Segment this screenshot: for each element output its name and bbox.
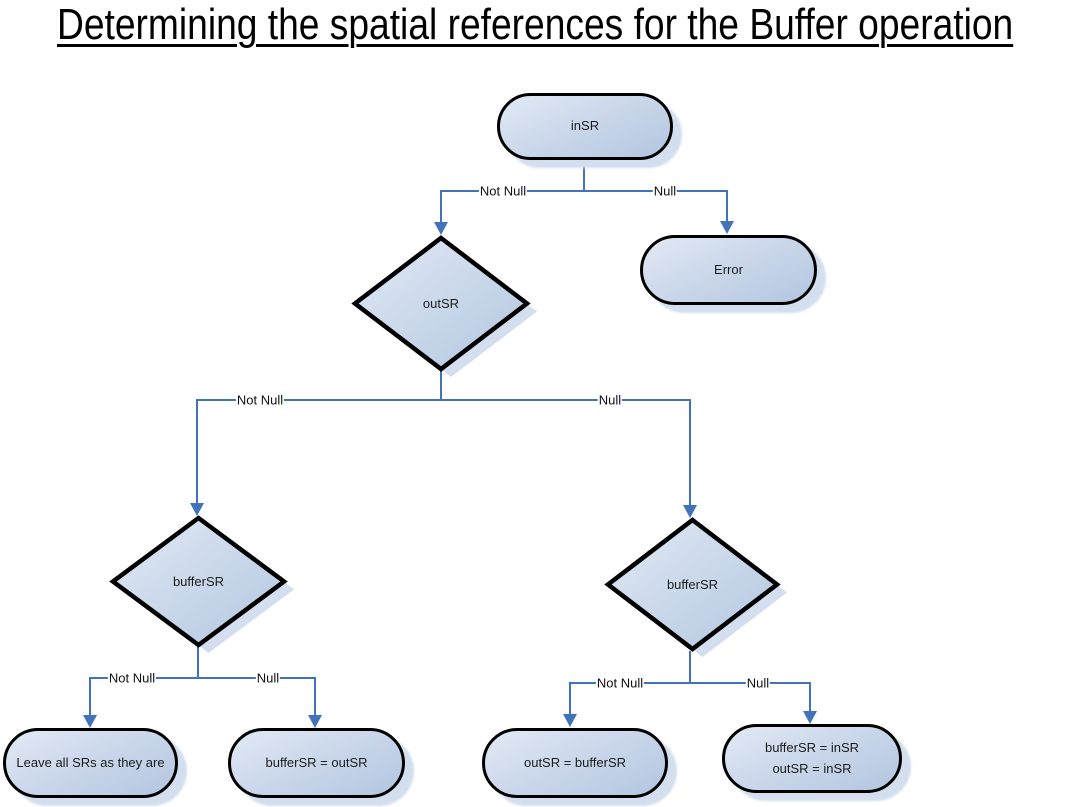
edge-buffersr-left-notnull-line [89, 677, 91, 716]
edge-buffersr-right-stem-line [689, 651, 691, 683]
diamond-shape [604, 517, 787, 657]
arrowhead-down-icon [803, 711, 817, 724]
edge-label-insr-notnull: Not Null [478, 183, 528, 199]
edge-outsr-notnull-line [196, 399, 198, 503]
edge-label-buffersr-right-notnull: Not Null [595, 675, 645, 691]
edge-buffersr-right-notnull-line [569, 682, 571, 715]
edge-label-outsr-notnull: Not Null [235, 392, 285, 408]
diamond-shape [109, 515, 294, 653]
edge-buffersr-right-null-line [809, 682, 811, 712]
arrowhead-down-icon [83, 715, 97, 728]
node-outsr-eq-buffersr-label: outSR = bufferSR [523, 754, 626, 770]
page-title: Determining the spatial references for t… [57, 0, 1014, 49]
node-buffersr-eq-outsr: bufferSR = outSR [228, 728, 405, 798]
edge-outsr-branch-line [197, 399, 691, 401]
edge-label-buffersr-left-notnull: Not Null [107, 670, 157, 686]
decision-buffersr-right: bufferSR [604, 517, 787, 657]
edge-insr-branch-line [441, 190, 728, 192]
node-insr: inSR [497, 93, 673, 160]
edge-insr-null-line [726, 190, 728, 222]
node-outsr-eq-buffersr: outSR = bufferSR [482, 728, 668, 798]
arrowhead-down-icon [308, 715, 322, 728]
node-leave-all-srs-label: Leave all SRs as they are [16, 754, 165, 770]
arrowhead-down-icon [190, 503, 204, 516]
node-buffersr-insr: bufferSR = inSR outSR = inSR [722, 724, 902, 793]
diamond-shape [351, 235, 537, 377]
edge-outsr-null-line [689, 399, 691, 505]
edge-outsr-stem-line [440, 371, 442, 400]
decision-buffersr-left-label: bufferSR [172, 574, 225, 589]
node-error: Error [640, 235, 817, 305]
edge-buffersr-left-null-line [314, 677, 316, 716]
edge-label-buffersr-right-null: Null [745, 675, 771, 691]
arrowhead-down-icon [563, 714, 577, 727]
arrowhead-down-icon [720, 221, 734, 234]
node-error-label: Error [714, 261, 743, 277]
arrowhead-down-icon [683, 505, 697, 518]
node-leave-all-srs: Leave all SRs as they are [3, 728, 178, 798]
arrowhead-down-icon [434, 222, 448, 235]
decision-outsr: outSR [351, 235, 537, 377]
edge-buffersr-left-stem-line [197, 647, 199, 678]
node-insr-label: inSR [570, 118, 600, 134]
node-buffersr-eq-outsr-label: bufferSR = outSR [265, 754, 368, 770]
edge-label-insr-null: Null [652, 183, 678, 199]
edge-buffersr-right-branch-line [570, 682, 811, 684]
node-buffersr-insr-label: bufferSR = inSR outSR = inSR [764, 740, 860, 776]
decision-outsr-label: outSR [422, 296, 460, 311]
edge-buffersr-left-branch-line [90, 677, 316, 679]
edge-insr-notnull-line [440, 190, 442, 222]
decision-buffersr-left: bufferSR [109, 515, 294, 653]
edge-label-outsr-null: Null [597, 392, 623, 408]
decision-buffersr-right-label: bufferSR [666, 577, 719, 592]
edge-insr-stem-line [583, 160, 585, 191]
edge-label-buffersr-left-null: Null [255, 670, 281, 686]
